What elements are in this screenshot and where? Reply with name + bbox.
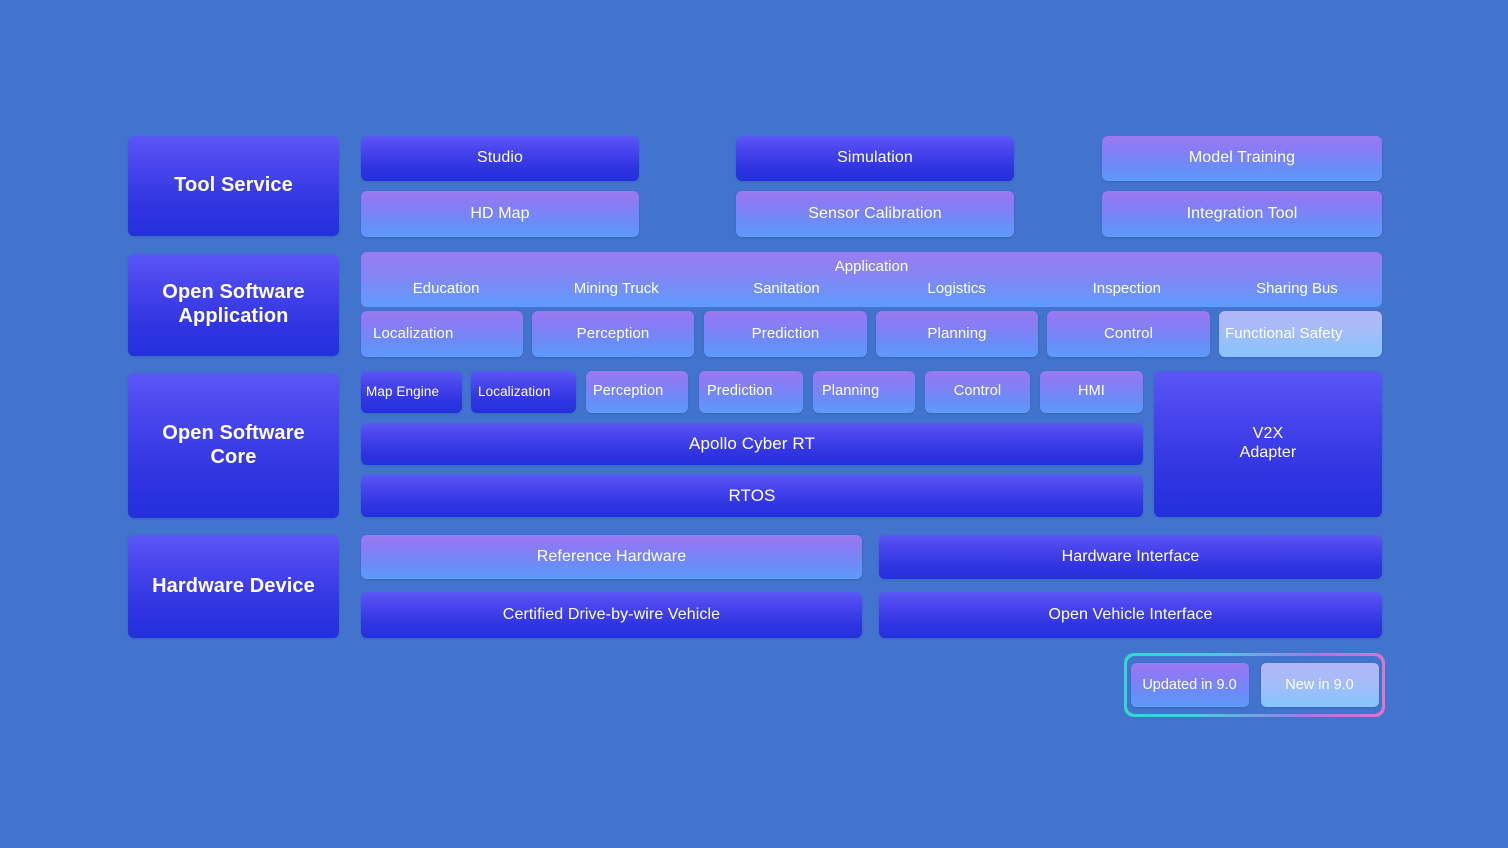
rail-hardware-device[interactable]: Hardware Device	[128, 535, 339, 638]
application-category-list: Education Mining Truck Sanitation Logist…	[361, 280, 1382, 297]
rail-line-2: Application	[178, 305, 289, 327]
tool-integration-tool[interactable]: Integration Tool	[1102, 191, 1382, 237]
application-category[interactable]: Education	[412, 280, 480, 297]
legend-inner: Updated in 9.0 New in 9.0	[1127, 656, 1382, 714]
rail-open-software-application[interactable]: Open Software Application	[128, 254, 339, 356]
rail-open-software-core[interactable]: Open Software Core	[128, 373, 339, 518]
v2x-line-2: Adapter	[1239, 444, 1297, 461]
application-category[interactable]: Sharing Bus	[1256, 280, 1338, 297]
app-module-localization[interactable]: Localization	[361, 311, 523, 357]
core-module-hmi[interactable]: HMI	[1040, 371, 1143, 413]
app-module-planning[interactable]: Planning	[876, 311, 1038, 357]
core-module-map-engine[interactable]: Map Engine	[361, 371, 462, 413]
application-category[interactable]: Inspection	[1092, 280, 1161, 297]
rail-line-2: Core	[210, 445, 257, 468]
hardware-certified-drive-by-wire-vehicle[interactable]: Certified Drive-by-wire Vehicle	[361, 592, 862, 638]
tool-sensor-calibration[interactable]: Sensor Calibration	[736, 191, 1014, 237]
tool-model-training[interactable]: Model Training	[1102, 136, 1382, 181]
core-os-rtos[interactable]: RTOS	[361, 475, 1143, 517]
app-module-perception[interactable]: Perception	[532, 311, 694, 357]
tool-hd-map[interactable]: HD Map	[361, 191, 639, 237]
hardware-reference-hardware[interactable]: Reference Hardware	[361, 535, 862, 579]
core-module-localization[interactable]: Localization	[471, 371, 576, 413]
hardware-open-vehicle-interface[interactable]: Open Vehicle Interface	[879, 592, 1382, 638]
rail-line-1: Open Software	[162, 281, 305, 304]
core-module-perception[interactable]: Perception	[586, 371, 688, 413]
app-module-control[interactable]: Control	[1047, 311, 1210, 357]
app-module-prediction[interactable]: Prediction	[704, 311, 867, 357]
application-band: Application Education Mining Truck Sanit…	[361, 252, 1382, 307]
rail-tool-service[interactable]: Tool Service	[128, 136, 339, 236]
rail-line-1: Open Software	[162, 421, 305, 444]
legend: Updated in 9.0 New in 9.0	[1124, 653, 1385, 717]
tool-studio[interactable]: Studio	[361, 136, 639, 181]
core-module-planning[interactable]: Planning	[813, 371, 915, 413]
legend-chip-updated[interactable]: Updated in 9.0	[1130, 663, 1249, 707]
application-category[interactable]: Sanitation	[753, 280, 820, 297]
v2x-line-1: V2X	[1252, 425, 1284, 443]
core-module-control[interactable]: Control	[925, 371, 1030, 413]
hardware-hardware-interface[interactable]: Hardware Interface	[879, 535, 1382, 579]
legend-chip-new[interactable]: New in 9.0	[1260, 663, 1379, 707]
tool-simulation[interactable]: Simulation	[736, 136, 1014, 181]
core-v2x-adapter[interactable]: V2X Adapter	[1154, 371, 1382, 517]
core-module-prediction[interactable]: Prediction	[699, 371, 803, 413]
application-category[interactable]: Logistics	[927, 280, 986, 297]
application-category[interactable]: Mining Truck	[573, 280, 659, 297]
application-band-title: Application	[834, 258, 909, 275]
core-middleware-apollo-cyber-rt[interactable]: Apollo Cyber RT	[361, 423, 1143, 465]
app-module-functional-safety[interactable]: Functional Safety	[1219, 311, 1382, 357]
